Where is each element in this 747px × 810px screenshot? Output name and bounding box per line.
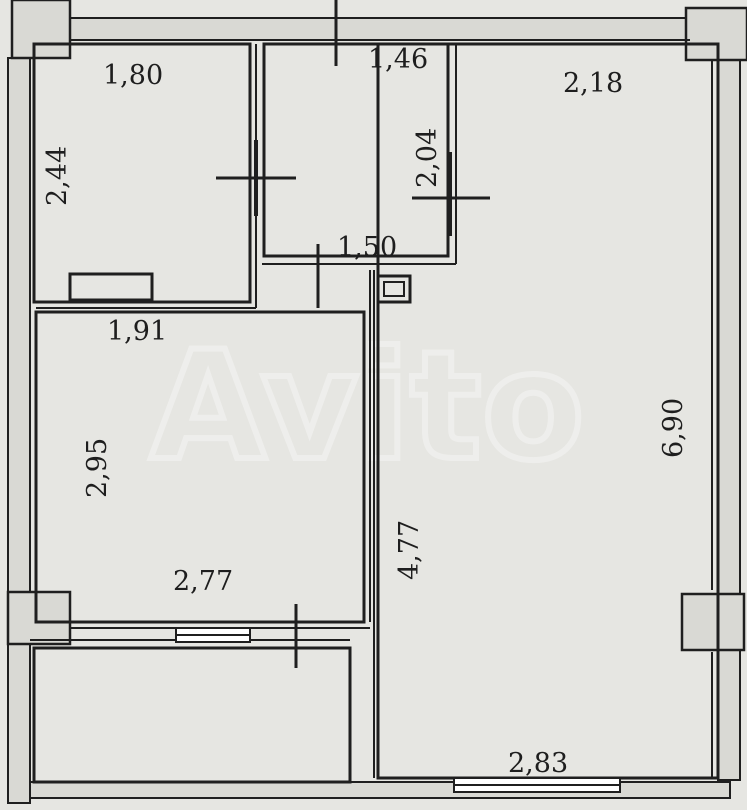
dim-toilet-width: 1,46: [368, 44, 428, 75]
dim-room-window-width: 2,83: [508, 748, 568, 779]
columns: [6, 0, 747, 652]
rooms: [32, 42, 720, 784]
windows: [175, 627, 621, 793]
doors: [216, 0, 490, 668]
room-bathroom: [32, 42, 252, 304]
dim-room-width: 2,18: [563, 68, 623, 99]
bath-niche: [68, 272, 154, 302]
dim-hall-width: 1,50: [337, 232, 397, 263]
dim-bathroom-height: 2,44: [42, 146, 73, 206]
dim-room-length: 6,90: [658, 398, 689, 458]
right-wall: [717, 59, 741, 781]
dim-kitchen-width: 2,77: [173, 566, 233, 597]
room-toilet: [262, 42, 450, 258]
bottom-wall: [29, 781, 731, 799]
partitions: [29, 39, 713, 778]
left-wall: [7, 57, 31, 804]
dim-corridor-length: 4,77: [394, 520, 425, 580]
room-loggia: [32, 646, 352, 784]
top-wall: [69, 17, 691, 41]
room-kitchen: [34, 310, 366, 624]
dim-toilet-height: 2,04: [412, 128, 443, 188]
column-top-left: [10, 0, 72, 60]
watermark: Avito: [150, 320, 585, 494]
column-mid-right: [680, 592, 746, 652]
dim-bathroom-width: 1,80: [103, 60, 163, 91]
dimension-labels: 1,80 2,44 1,46 2,04 2,18 6,90 1,50 1,91 …: [42, 44, 689, 779]
column-mid-left: [6, 590, 72, 646]
dim-kitchen-top-width: 1,91: [107, 316, 167, 347]
dim-kitchen-height: 2,95: [82, 438, 113, 498]
vent-shaft: [376, 274, 412, 304]
